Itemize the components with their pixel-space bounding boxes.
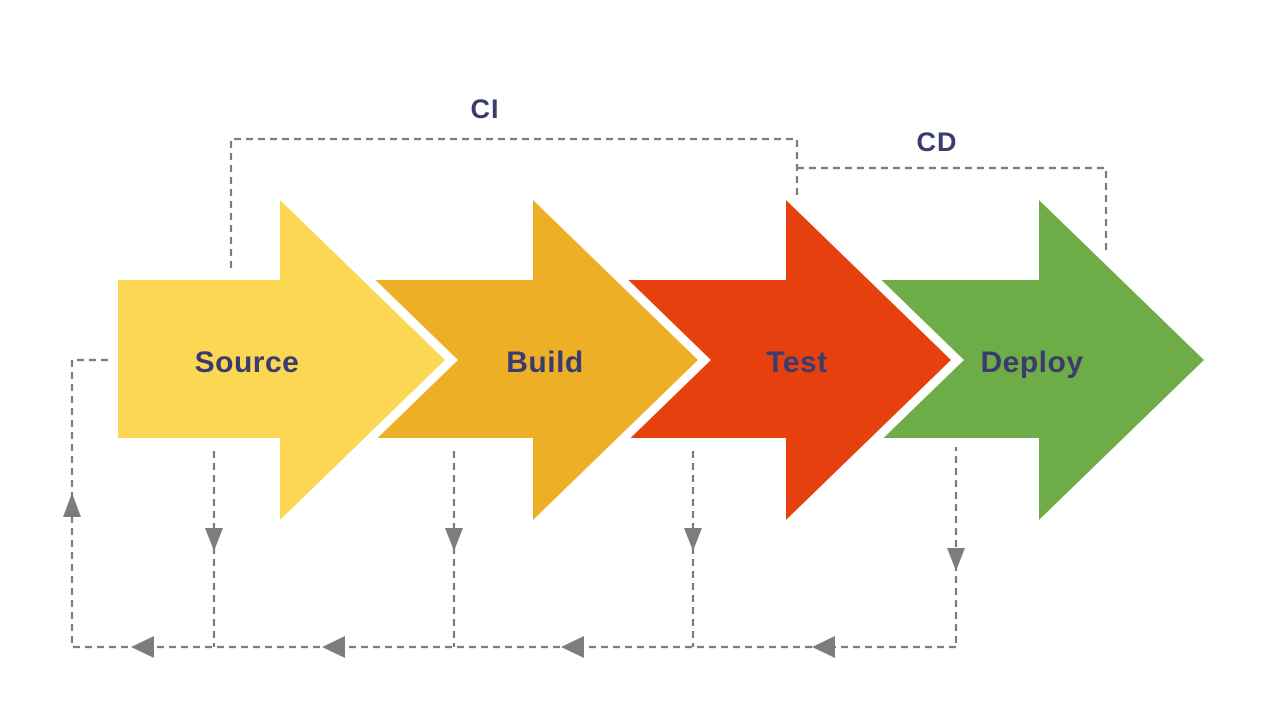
connector-arrowheads (63, 493, 965, 658)
arrowhead-left-4-icon (812, 636, 835, 658)
cd-bracket-line (797, 166, 1108, 262)
feedback-loop-line (70, 358, 956, 649)
arrowhead-up-icon (63, 493, 81, 517)
diagram-labels: CI CD Source Build Test Deploy (195, 94, 1083, 379)
arrowhead-down-source-icon (205, 528, 223, 551)
cd-label: CD (917, 127, 958, 157)
stage-arrow-deploy (868, 178, 1217, 542)
stage-label-test: Test (766, 346, 827, 379)
connector-lines (70, 137, 1108, 649)
arrowhead-left-1-icon (131, 636, 154, 658)
arrowhead-down-test-icon (684, 528, 702, 551)
stage-arrow-test (615, 178, 964, 542)
arrowhead-left-3-icon (561, 636, 584, 658)
stage-label-deploy: Deploy (980, 346, 1083, 379)
ci-label: CI (471, 94, 500, 124)
arrowhead-left-2-icon (322, 636, 345, 658)
stage-label-source: Source (195, 346, 300, 379)
stage-arrow-build (362, 178, 711, 542)
ci-bracket-line (229, 137, 799, 280)
arrowhead-down-deploy-icon (947, 548, 965, 571)
stage-arrow-source (109, 178, 458, 542)
arrowhead-down-build-icon (445, 528, 463, 551)
stage-label-build: Build (506, 346, 584, 379)
stage-arrows (109, 178, 1217, 542)
